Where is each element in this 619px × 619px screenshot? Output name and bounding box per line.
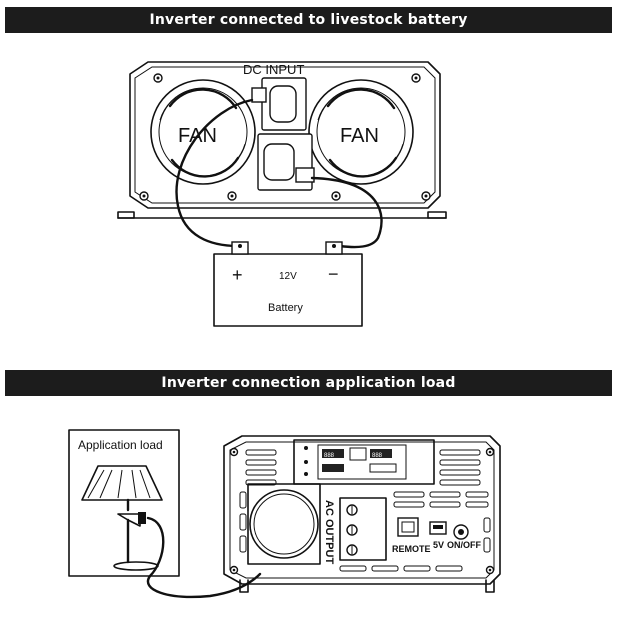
remote-label: REMOTE [392,544,431,554]
remote-port-icon[interactable] [397,517,419,537]
fan-right-label: FAN [340,125,379,147]
right-fan-icon [308,79,414,185]
inverter-rear-panel: FAN FAN DC INPUT [117,61,447,219]
negative-cable [310,176,383,249]
usb-port-icon[interactable] [429,521,447,535]
battery-label: Battery [268,302,303,314]
vent-slots [239,449,491,572]
left-fan-icon [150,79,256,185]
battery-minus-sign: − [328,264,339,284]
lamp-icon [81,465,163,571]
inverter-front-panel: 888 888 AC OUTPUT REMOTE 5V [223,435,501,593]
ac-outlet-icon [247,483,321,565]
battery-plus-sign: + [232,265,243,285]
positive-cable [175,98,254,248]
power-switch-label: ON/OFF [447,540,481,550]
dc-input-terminal-icon [251,77,315,191]
lcd-right-digits: 888 [372,453,383,459]
screw-icon [229,447,495,575]
power-switch-button[interactable] [453,524,469,540]
load-cable [146,516,262,598]
lcd-left-digits: 888 [324,453,335,459]
battery-voltage: 12V [279,271,297,282]
battery-icon [213,241,363,327]
ac-output-terminal-block [339,497,387,561]
application-load-box [68,429,180,577]
section-title-load-connection: Inverter connection application load [5,370,612,396]
dc-input-label: DC INPUT [243,62,304,77]
ac-output-label: AC OUTPUT [323,500,335,564]
screw-icon [139,73,431,201]
application-load-label: Application load [78,438,163,452]
usb-label: 5V [433,540,444,550]
section-title-battery-connection: Inverter connected to livestock battery [5,7,612,33]
lcd-display [293,439,435,485]
